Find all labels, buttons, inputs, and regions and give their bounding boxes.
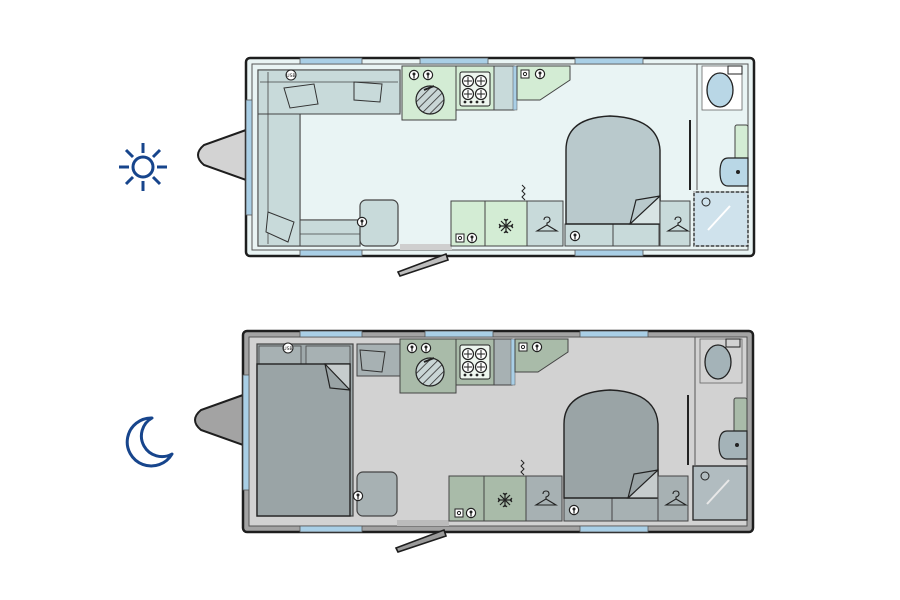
sink-icon [415,85,445,115]
shower-tray [693,191,749,247]
tow-hitch [197,128,247,182]
hob-icon [459,344,491,380]
island-bed [565,115,661,225]
tv-socket-icon [518,342,528,352]
shower-drain-icon [701,197,711,207]
toilet-icon [704,344,732,380]
power-socket-icon [568,504,580,516]
window [242,374,250,491]
tall-cupboard [493,65,515,111]
bed-duvet-fold [323,363,351,392]
power-socket-icon [531,341,543,353]
window [299,330,363,338]
tv-socket-icon [520,69,530,79]
window [579,525,649,533]
bed-base-drawer [611,497,659,522]
fridge [484,200,528,247]
window [299,57,363,65]
shower-drain-icon [700,471,710,481]
fridge-snowflake-icon [498,218,514,234]
moon-icon [125,416,174,468]
power-socket-icon [408,69,420,81]
shower-tray [692,465,748,521]
usb-socket-icon [282,342,294,354]
window [299,525,363,533]
bed-duvet [256,363,351,517]
wardrobe [526,200,564,247]
fridge-snowflake-icon [497,492,513,508]
usb-socket-icon [285,69,297,81]
power-socket-icon [466,232,478,244]
window [574,57,644,65]
power-socket-icon [569,230,581,242]
bed-base-drawer [612,223,660,247]
cushion-pillow [265,211,295,243]
wardrobe [525,475,563,522]
side-cabinet [356,471,398,517]
power-socket-icon [352,490,364,502]
tv-socket-icon [455,233,465,243]
power-socket-icon [406,342,418,354]
entrance-door [396,252,450,277]
tall-cupboard [493,338,513,386]
heater-icon [521,184,526,201]
window [579,330,649,338]
night-layout-floorplan [194,329,755,553]
wardrobe [659,200,691,247]
window [299,249,363,257]
entry-step [400,244,452,250]
power-socket-icon [534,68,546,80]
toilet-icon [706,72,734,108]
kitchen-corner-worktop [516,65,571,101]
sink-icon [415,357,445,387]
power-socket-icon [420,342,432,354]
entrance-door [394,528,448,553]
cushion-pillow [283,83,319,109]
day-layout-floorplan [197,56,756,277]
sun-icon [119,143,167,191]
hob-icon [459,71,491,107]
cushion-pillow [359,349,386,373]
seat-cushion [299,219,361,247]
window [424,330,494,338]
heater-icon [520,459,525,476]
window [419,57,489,65]
bed-pillow [258,345,302,365]
kitchen-corner-worktop [514,338,569,373]
island-bed [563,389,659,499]
basin-icon [719,157,749,187]
power-socket-icon [356,216,368,228]
tv-socket-icon [454,508,464,518]
bed-pillow [305,345,351,365]
power-socket-icon [465,507,477,519]
window [245,99,253,216]
tow-hitch [194,393,244,447]
power-socket-icon [422,69,434,81]
wardrobe [657,475,689,522]
basin-icon [718,430,748,460]
window [574,249,644,257]
cushion-pillow [353,81,383,103]
